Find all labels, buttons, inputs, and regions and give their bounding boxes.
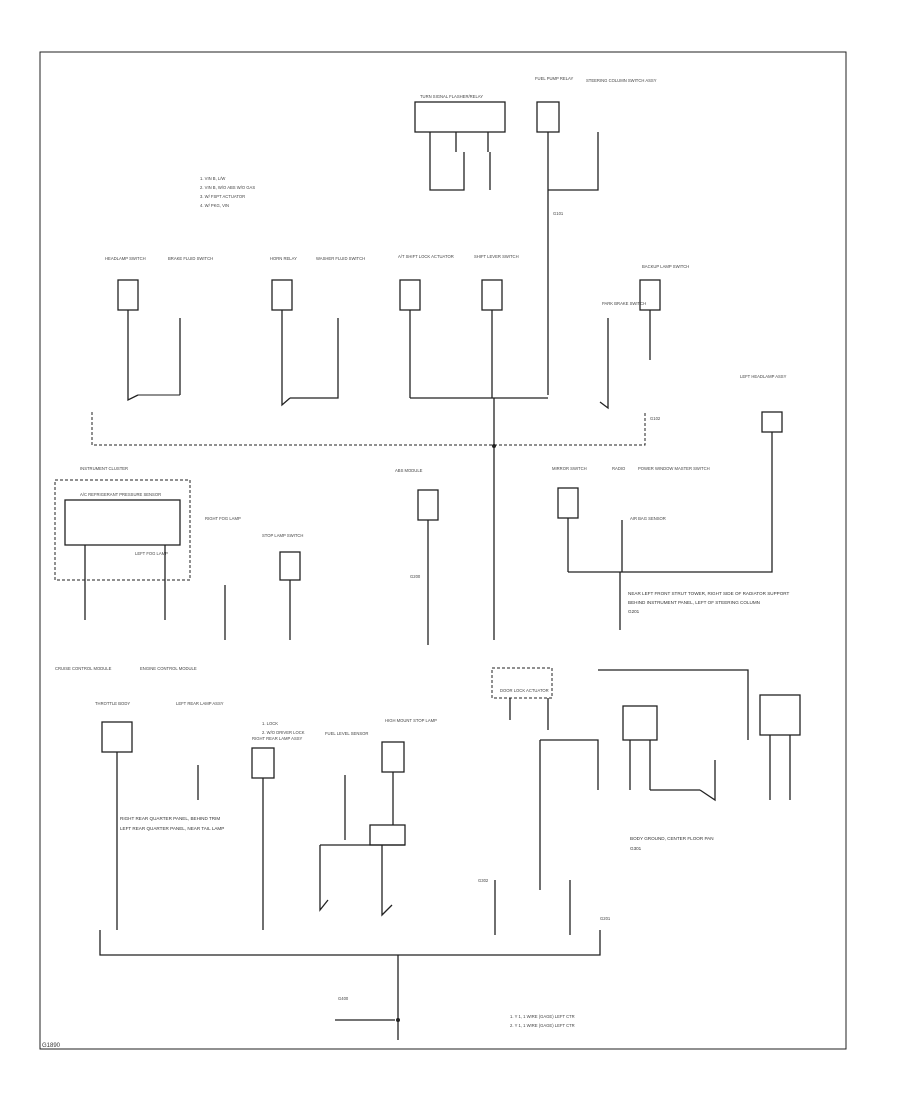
svg-text:NEAR LEFT FRONT STRUT TOWER, R: NEAR LEFT FRONT STRUT TOWER, RIGHT SIDE … [628, 591, 790, 596]
svg-text:LEFT FOG LAMP: LEFT FOG LAMP [135, 551, 168, 556]
svg-text:POWER WINDOW MASTER SWITCH: POWER WINDOW MASTER SWITCH [638, 466, 710, 471]
svg-text:THROTTLE BODY: THROTTLE BODY [95, 701, 130, 706]
svg-text:CRUISE CONTROL MODULE: CRUISE CONTROL MODULE [55, 666, 112, 671]
svg-text:BACKUP LAMP SWITCH: BACKUP LAMP SWITCH [642, 264, 689, 269]
svg-text:WASHER FLUID SWITCH: WASHER FLUID SWITCH [316, 256, 365, 261]
svg-text:PARK BRAKE SWITCH: PARK BRAKE SWITCH [602, 301, 646, 306]
svg-text:BRAKE FLUID SWITCH: BRAKE FLUID SWITCH [168, 256, 213, 261]
svg-text:RIGHT REAR QUARTER PANEL, BEHI: RIGHT REAR QUARTER PANEL, BEHIND TRIM [120, 816, 220, 821]
svg-text:1. Y 1, 1 WIRE (GAGE) LEFT CTR: 1. Y 1, 1 WIRE (GAGE) LEFT CTR [510, 1014, 575, 1019]
svg-text:4. W/ PKG, VIN: 4. W/ PKG, VIN [200, 203, 229, 208]
svg-text:LEFT HEADLAMP ASSY: LEFT HEADLAMP ASSY [740, 374, 787, 379]
svg-text:G302: G302 [478, 878, 489, 883]
svg-text:FUEL LEVEL SENSOR: FUEL LEVEL SENSOR [325, 731, 368, 736]
svg-text:ABS MODULE: ABS MODULE [395, 468, 423, 473]
svg-text:G101: G101 [553, 211, 564, 216]
svg-text:STEERING COLUMN SWITCH ASSY: STEERING COLUMN SWITCH ASSY [586, 78, 657, 83]
component-turn-signal-relay: TURN SIGNAL FLASHER/RELAY [414, 94, 506, 191]
svg-text:RIGHT REAR LAMP ASSY: RIGHT REAR LAMP ASSY [252, 736, 303, 741]
svg-text:G201: G201 [628, 609, 640, 614]
svg-text:G201: G201 [600, 916, 611, 921]
svg-text:2. W/O DRIVER LOCK: 2. W/O DRIVER LOCK [262, 730, 305, 735]
svg-text:A/T SHIFT LOCK ACTUATOR: A/T SHIFT LOCK ACTUATOR [398, 254, 454, 259]
row4-left-components: THROTTLE BODY LEFT REAR LAMP ASSY RIGHT … [95, 701, 437, 930]
svg-text:LEFT REAR LAMP ASSY: LEFT REAR LAMP ASSY [176, 701, 224, 706]
svg-text:INSTRUMENT CLUSTER: INSTRUMENT CLUSTER [80, 466, 128, 471]
diagram-frame [39, 51, 847, 1050]
svg-text:3. W/ FSPT ACTUATOR: 3. W/ FSPT ACTUATOR [200, 194, 245, 199]
svg-text:G301: G301 [630, 846, 642, 851]
note-block-right: NEAR LEFT FRONT STRUT TOWER, RIGHT SIDE … [619, 572, 790, 630]
svg-text:HEADLAMP SWITCH: HEADLAMP SWITCH [105, 256, 146, 261]
component-rear-relay: LEFT HEADLAMP ASSY [740, 374, 787, 540]
svg-text:MIRROR SWITCH: MIRROR SWITCH [552, 466, 587, 471]
svg-text:AIR BAG SENSOR: AIR BAG SENSOR [630, 516, 666, 521]
svg-text:A/C REFRIGERANT PRESSURE SENSO: A/C REFRIGERANT PRESSURE SENSOR [80, 492, 161, 497]
mid-legend: 1. LOCK 2. W/O DRIVER LOCK [262, 721, 305, 735]
top-legend: 1. VIN B, L/W 2. VIN B, W/O ABS W/O GAS … [200, 176, 255, 208]
svg-text:G102: G102 [650, 416, 661, 421]
bottom-legend: 1. Y 1, 1 WIRE (GAGE) LEFT CTR 2. Y 1, 1… [510, 1014, 575, 1028]
svg-text:G400: G400 [338, 996, 349, 1001]
corner-tag: G1890 [42, 1043, 61, 1049]
svg-text:RIGHT FOG LAMP: RIGHT FOG LAMP [205, 516, 241, 521]
svg-text:1. VIN B, L/W: 1. VIN B, L/W [200, 176, 225, 181]
svg-text:1. LOCK: 1. LOCK [262, 721, 278, 726]
row2-components: HEADLAMP SWITCH BRAKE FLUID SWITCH HORN … [105, 254, 689, 410]
svg-text:ENGINE CONTROL MODULE: ENGINE CONTROL MODULE [140, 666, 197, 671]
svg-text:HIGH MOUNT STOP LAMP: HIGH MOUNT STOP LAMP [385, 718, 437, 723]
svg-text:RADIO: RADIO [612, 466, 626, 471]
svg-text:BEHIND INSTRUMENT PANEL, LEFT: BEHIND INSTRUMENT PANEL, LEFT OF STEERIN… [628, 600, 760, 605]
svg-text:TURN SIGNAL FLASHER/RELAY: TURN SIGNAL FLASHER/RELAY [420, 94, 483, 99]
svg-text:FUEL PUMP RELAY: FUEL PUMP RELAY [535, 76, 574, 81]
row3-components: RIGHT FOG LAMP STOP LAMP SWITCH ABS MODU… [205, 458, 773, 645]
bottom-ground-bus [99, 930, 601, 956]
svg-text:LEFT REAR QUARTER PANEL, NEAR: LEFT REAR QUARTER PANEL, NEAR TAIL LAMP [120, 826, 224, 831]
svg-text:2. VIN B, W/O ABS W/O GAS: 2. VIN B, W/O ABS W/O GAS [200, 185, 255, 190]
component-fuel-pump-relay: FUEL PUMP RELAY STEERING COLUMN SWITCH A… [535, 76, 657, 191]
dashed-ground-bus [91, 412, 646, 446]
row4-right-components: DOOR LOCK ACTUATOR BODY GROUND, CENTER F… [478, 667, 801, 935]
left-ground-labels: CRUISE CONTROL MODULE ENGINE CONTROL MOD… [55, 666, 197, 671]
svg-text:HORN RELAY: HORN RELAY [270, 256, 297, 261]
svg-text:DOOR LOCK ACTUATOR: DOOR LOCK ACTUATOR [500, 688, 549, 693]
svg-text:SHIFT LEVER SWITCH: SHIFT LEVER SWITCH [474, 254, 519, 259]
svg-text:G200: G200 [410, 574, 421, 579]
left-assembly-box: INSTRUMENT CLUSTER A/C REFRIGERANT PRESS… [54, 466, 191, 620]
svg-text:STOP LAMP SWITCH: STOP LAMP SWITCH [262, 533, 303, 538]
svg-text:2. Y 1, 1 WIRE (GAGE) LEFT CTR: 2. Y 1, 1 WIRE (GAGE) LEFT CTR [510, 1023, 575, 1028]
svg-text:BODY GROUND, CENTER FLOOR PAN: BODY GROUND, CENTER FLOOR PAN [630, 836, 714, 841]
